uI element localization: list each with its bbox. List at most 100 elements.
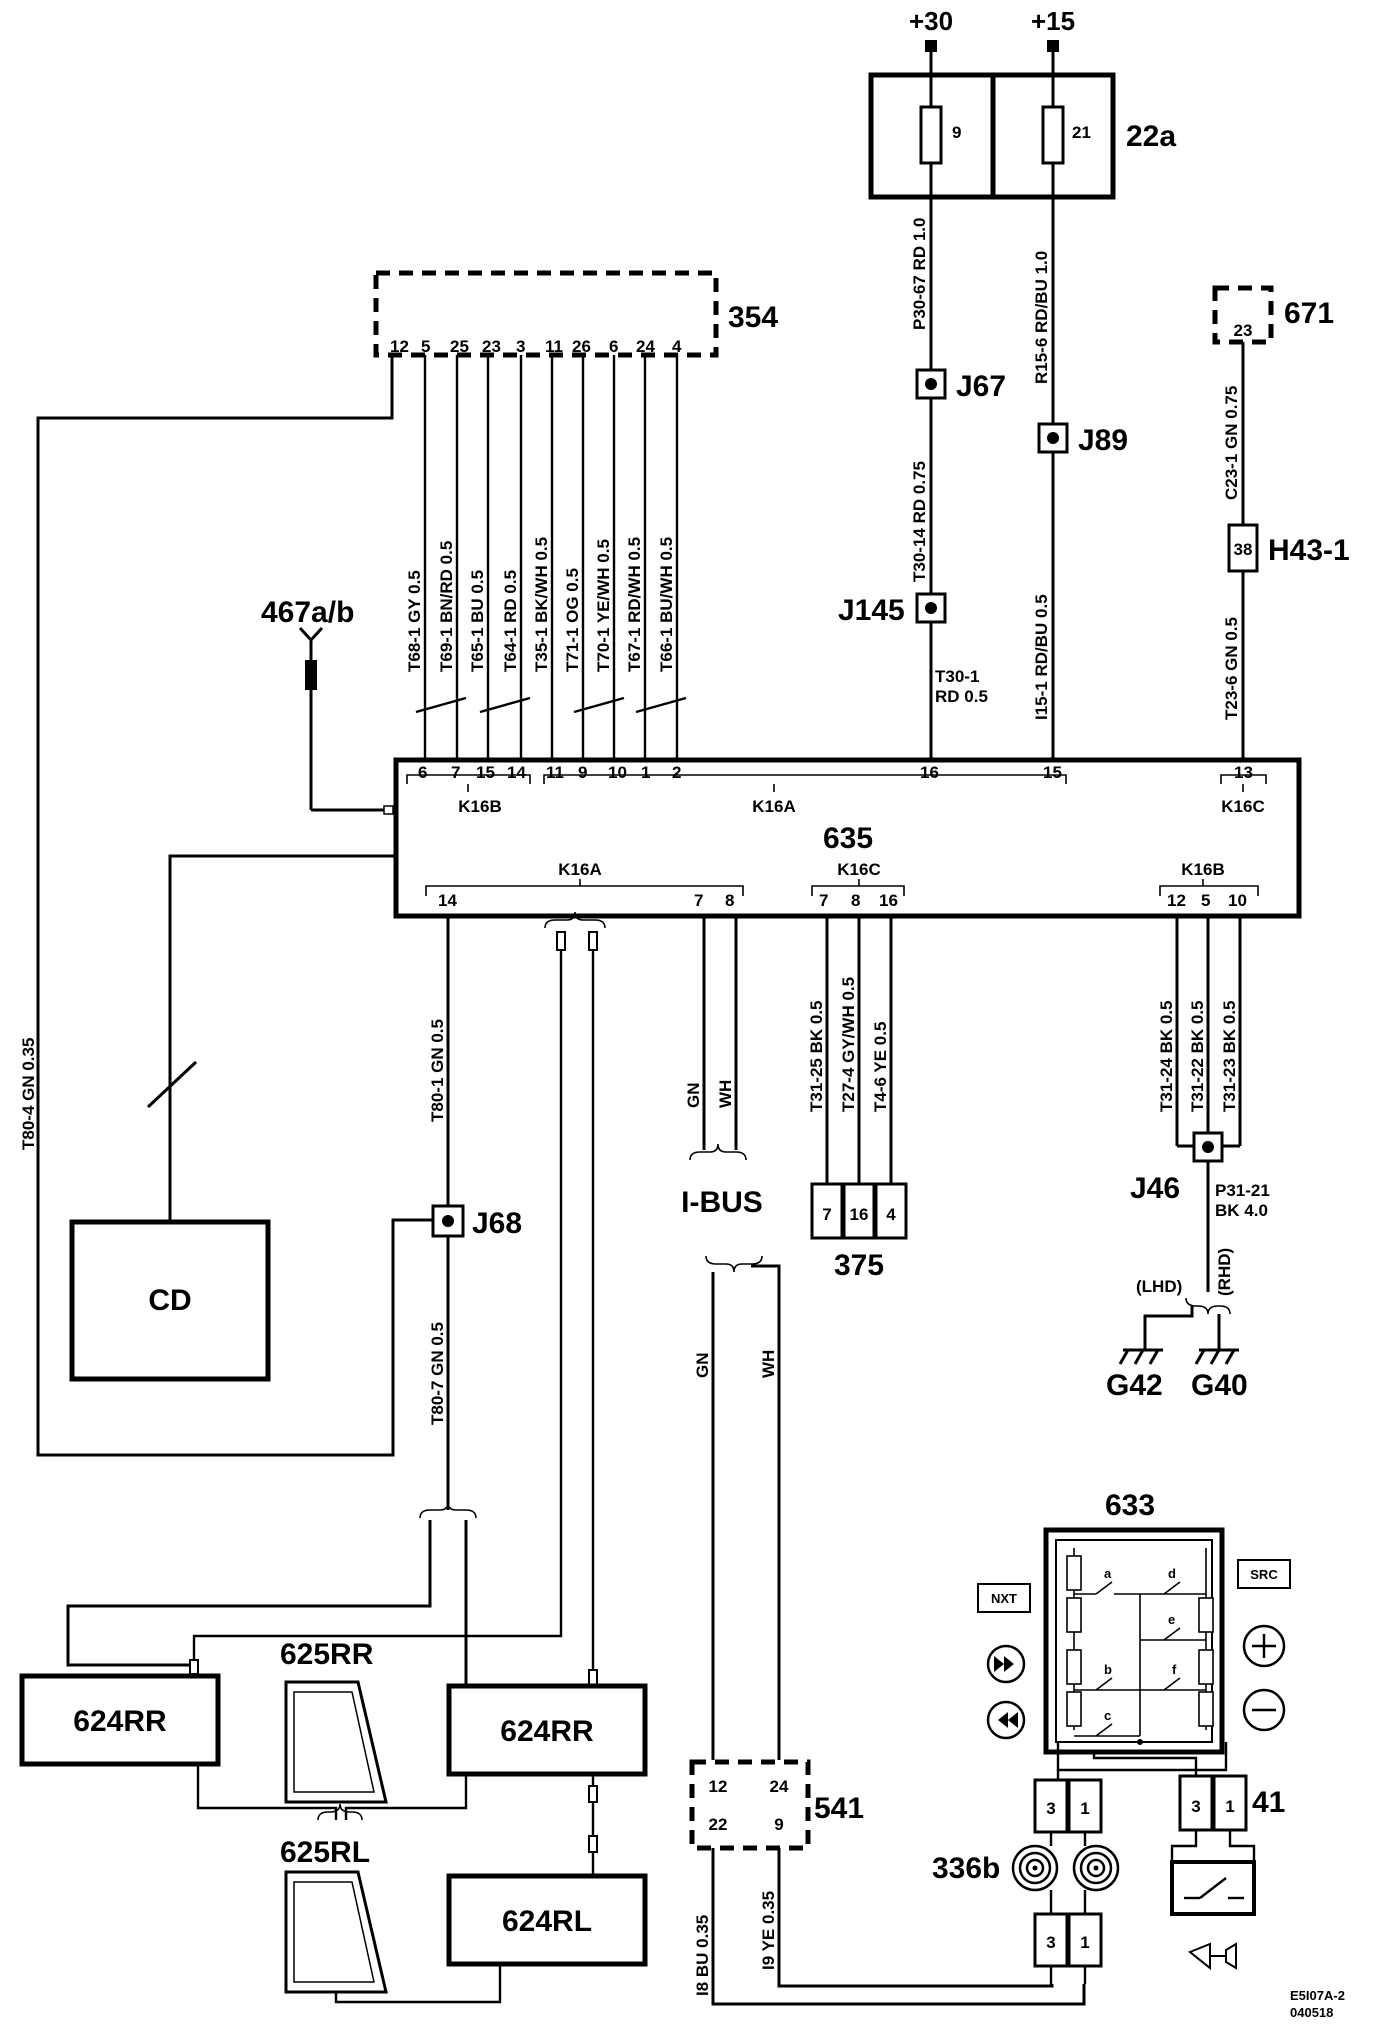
c354-label: 354 <box>728 301 778 334</box>
k16b-top-pin: 15 <box>476 763 495 782</box>
c671-label: 671 <box>1284 297 1334 330</box>
terminal-15-label: +15 <box>1031 6 1075 36</box>
c375-pin: 16 <box>850 1205 869 1224</box>
wire-t31-22: T31-22 BK 0.5 <box>1188 1001 1207 1113</box>
wire-wh-top: WH <box>716 1080 735 1108</box>
speaker-624rl-label: 624RL <box>502 1905 592 1938</box>
j67-label: J67 <box>956 370 1006 403</box>
c671-pin: 23 <box>1234 321 1253 340</box>
src-button <box>1237 1559 1291 1589</box>
wire-i8: I8 BU 0.35 <box>693 1915 712 1996</box>
wire-t30-14: T30-14 RD 0.75 <box>910 461 929 582</box>
j89-label: J89 <box>1078 424 1128 457</box>
j46-label: J46 <box>1130 1172 1180 1205</box>
c375-pin: 7 <box>822 1205 831 1224</box>
speaker-624rr-right-label: 624RR <box>500 1715 594 1748</box>
c633-label: 633 <box>1105 1489 1155 1522</box>
c336b-top-pin: 1 <box>1080 1799 1089 1818</box>
footer-date: 040518 <box>1290 2005 1333 2020</box>
cd-label: CD <box>148 1284 191 1317</box>
wire-t80-4: T80-4 GN 0.35 <box>19 1038 38 1150</box>
wire-t71-1: T71-1 OG 0.5 <box>563 568 582 672</box>
k16a-top-pin: 15 <box>1043 763 1062 782</box>
c41-group: 3 1 41 <box>1170 1774 1285 1971</box>
c541-pin: 9 <box>774 1815 783 1834</box>
speakers: 624RR 624RR 624RL 625RR 625RL <box>19 1638 648 2004</box>
fusebox-22a: 9 21 22a <box>868 72 1176 200</box>
c354-pin: 26 <box>572 337 591 356</box>
speaker-625rr-label: 625RR <box>280 1638 374 1671</box>
speaker-624rl <box>446 1873 648 1967</box>
k16c-top-label: K16C <box>1221 797 1264 816</box>
wire-t31-24: T31-24 BK 0.5 <box>1157 1001 1176 1113</box>
c41-pin: 1 <box>1225 1797 1234 1816</box>
c336b-label: 336b <box>932 1852 1000 1885</box>
c354-pin: 12 <box>390 337 409 356</box>
wire-t30-1-a: T30-1 <box>935 667 979 686</box>
k16b-bottom-pin: 10 <box>1228 891 1247 910</box>
wire-t31-23: T31-23 BK 0.5 <box>1220 1001 1239 1113</box>
k16a-top-pin: 2 <box>672 763 681 782</box>
c375-group: T31-25 BK 0.5 T27-4 GY/WH 0.5 T4-6 YE 0.… <box>807 916 908 1282</box>
wire-t64-1: T64-1 RD 0.5 <box>501 570 520 672</box>
ground-group: T31-24 BK 0.5 T31-22 BK 0.5 T31-23 BK 0.… <box>1106 916 1270 1402</box>
c671-group: 23 671 C23-1 GN 0.75 38 H43-1 T23-6 GN 0… <box>1212 285 1350 760</box>
fuse-9-label: 9 <box>952 123 961 142</box>
c41-pin: 3 <box>1191 1797 1200 1816</box>
k16a-bottom-label: K16A <box>558 860 601 879</box>
rhd-label: (RHD) <box>1215 1248 1234 1296</box>
k16b-bottom-pin: 12 <box>1167 891 1186 910</box>
switch-a-label: a <box>1104 1566 1112 1581</box>
wire-t27-4: T27-4 GY/WH 0.5 <box>839 977 858 1112</box>
c336b-bottom-pin: 3 <box>1046 1933 1055 1952</box>
supply-terminals: +30 +15 <box>909 6 1075 75</box>
wire-t69-1: T69-1 BN/RD 0.5 <box>437 541 456 672</box>
switch-e-label: e <box>1168 1612 1175 1627</box>
nxt-button <box>977 1583 1031 1613</box>
tweeter-625rl <box>284 1870 388 1994</box>
nxt-button-label: NXT <box>991 1591 1017 1606</box>
radio-label: 635 <box>823 822 873 855</box>
speaker-624rr-left-label: 624RR <box>73 1705 167 1738</box>
c354-wires: T80-4 GN 0.35 T68-1 GY 0.5 T69-1 BN/RD 0… <box>19 355 687 1457</box>
footer-code: E5I07A-2 <box>1290 1988 1345 2003</box>
wire-i9: I9 YE 0.35 <box>759 1891 778 1970</box>
switch-f-label: f <box>1172 1662 1177 1677</box>
c354-pin: 24 <box>636 337 655 356</box>
wire-t80-1: T80-1 GN 0.5 <box>428 1019 447 1122</box>
k16b-top-label: K16B <box>458 797 501 816</box>
footer: E5I07A-2 040518 <box>1290 1988 1345 2020</box>
clock-spring-icon <box>1011 1844 1120 1892</box>
speaker-624rr-left <box>19 1673 221 1767</box>
wire-t30-1-b: RD 0.5 <box>935 687 988 706</box>
k16b-top-pin: 14 <box>507 763 526 782</box>
c541-pin: 24 <box>770 1777 789 1796</box>
k16b-bottom-label: K16B <box>1181 860 1224 879</box>
wire-t35-1: T35-1 BK/WH 0.5 <box>532 537 551 672</box>
ibus-group: GN WH I-BUS GN WH <box>681 916 781 1760</box>
k16a-top-pin: 11 <box>546 763 564 782</box>
speaker-625rl-label: 625RL <box>280 1836 370 1869</box>
lhd-label: (LHD) <box>1136 1277 1182 1296</box>
c354-pin: 3 <box>516 337 525 356</box>
k16a-bottom-pin: 7 <box>694 891 703 910</box>
fuse-9-symbol <box>919 105 943 165</box>
j68-label: J68 <box>472 1207 522 1240</box>
wire-r15-6: R15-6 RD/BU 1.0 <box>1032 251 1051 384</box>
horn-icon <box>1188 1942 1237 1971</box>
c354-pin: 25 <box>450 337 469 356</box>
wire-t23-6: T23-6 GN 0.5 <box>1222 617 1241 720</box>
c336b-group: 3 1 336b 3 1 <box>932 1778 1120 1986</box>
wire-t66-1: T66-1 BU/WH 0.5 <box>657 537 676 672</box>
wire-t65-1: T65-1 BU 0.5 <box>468 570 487 672</box>
k16a-top-pin: 16 <box>920 763 939 782</box>
src-button-label: SRC <box>1250 1567 1278 1582</box>
c541-pin: 22 <box>709 1815 728 1834</box>
k16b-top-pin: 6 <box>418 763 427 782</box>
tweeter-625rr <box>284 1680 388 1804</box>
switch-d-label: d <box>1168 1566 1176 1581</box>
wire-t67-1: T67-1 RD/WH 0.5 <box>625 537 644 672</box>
wire-t70-1: T70-1 YE/WH 0.5 <box>594 539 613 672</box>
c336b-top-pin: 3 <box>1046 1799 1055 1818</box>
